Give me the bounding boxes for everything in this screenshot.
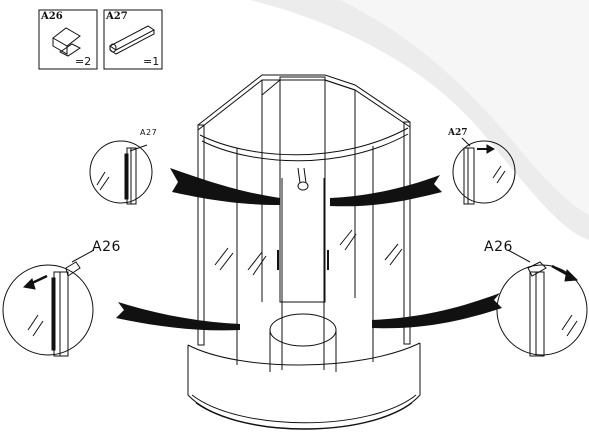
seal-strip-icon [109,25,155,55]
arrow-upper-right [330,175,442,207]
detail-circle-upper-right [452,137,516,205]
shower-enclosure [187,74,421,430]
detail-circle-lower-right [496,249,588,357]
callout-lower-right: A26 [484,239,513,255]
background-swoosh-2 [340,0,589,215]
part-qty-a27: =1 [143,55,160,68]
part-box-a27 [103,9,163,70]
arrow-lower-left [116,302,240,331]
arrow-upper-left [170,168,280,205]
part-code-a26: A26 [41,11,63,22]
corner-bracket-icon [52,27,81,57]
detail-circle-lower-left [2,249,95,357]
arrow-lower-right [372,293,502,329]
callout-lower-left: A26 [92,239,121,255]
pointer-arrows [116,168,502,331]
part-box-a26 [38,9,98,70]
callout-upper-left: A27 [140,128,158,137]
part-code-a27: A27 [106,11,128,22]
part-qty-a26: =2 [75,55,92,68]
detail-circle-upper-left [89,140,153,205]
callout-upper-right: A27 [448,128,468,138]
